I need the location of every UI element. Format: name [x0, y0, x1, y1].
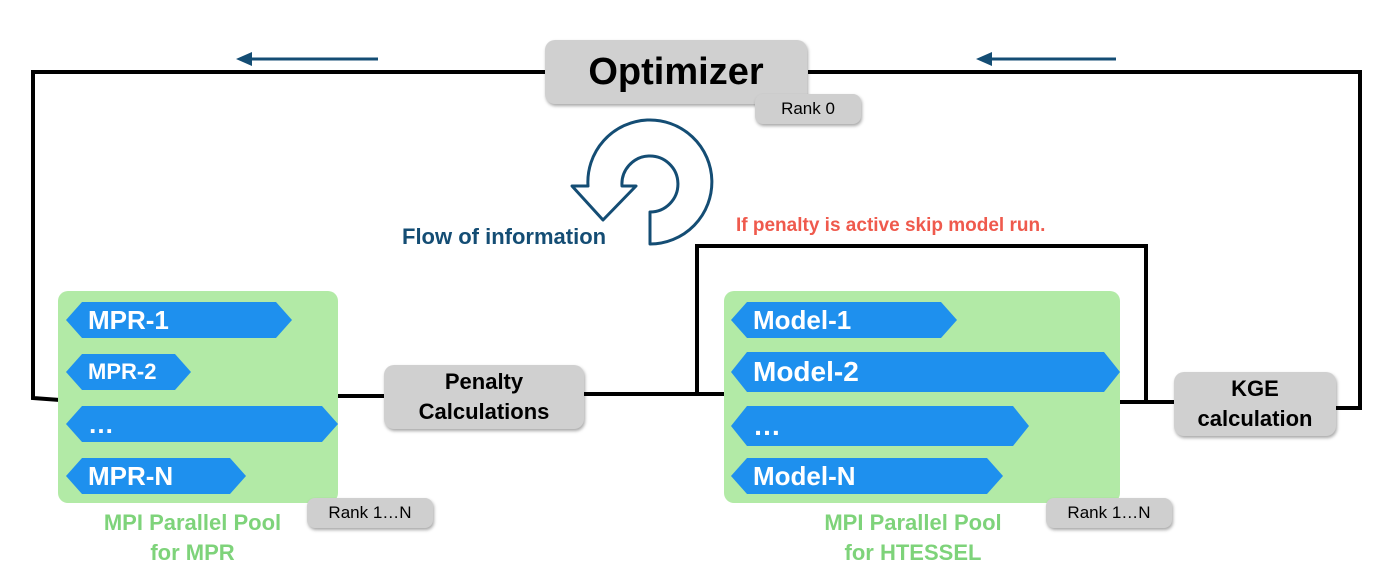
- model-item: Model-1: [731, 302, 957, 338]
- kge-line2: calculation: [1197, 406, 1313, 431]
- model-item-label: Model-1: [753, 304, 852, 335]
- penalty-line1: Penalty: [444, 369, 524, 394]
- circular-arrow-icon: [570, 118, 714, 246]
- optimizer-rank-badge: Rank 0: [755, 94, 861, 124]
- penalty-line2: Calculations: [418, 399, 550, 424]
- model-pool-label: MPI Parallel Pool for HTESSEL: [788, 508, 1038, 568]
- model-item: Model-N: [731, 458, 1003, 494]
- mpr-item-label: MPR-N: [88, 460, 174, 491]
- model-rank-label: Rank 1…N: [1067, 503, 1151, 522]
- penalty-box: Penalty Calculations: [384, 365, 584, 429]
- mpr-pool-label: MPI Parallel Pool for MPR: [70, 508, 315, 568]
- model-item-label: …: [753, 410, 781, 441]
- mpr-item: …: [66, 406, 338, 442]
- mpr-item-label: MPR-2: [88, 359, 157, 384]
- mpr-item: MPR-1: [66, 302, 292, 338]
- mpr-item: MPR-N: [66, 458, 246, 494]
- model-item-label: Model-2: [753, 356, 859, 387]
- model-item-label: Model-N: [753, 460, 856, 491]
- arrow-left-icon: [236, 52, 378, 66]
- optimizer-label: Optimizer: [588, 50, 764, 93]
- optimizer-box: Optimizer: [545, 40, 807, 104]
- optimizer-rank-label: Rank 0: [781, 99, 835, 118]
- mpr-rank-label: Rank 1…N: [328, 503, 412, 522]
- arrow-left-icon: [976, 52, 1116, 66]
- mpr-item-label: …: [88, 408, 114, 439]
- flow-label: Flow of information: [402, 224, 607, 249]
- mpr-rank-badge: Rank 1…N: [307, 498, 433, 528]
- model-pool-label-line2: for HTESSEL: [844, 540, 982, 565]
- mpr-pool-label-line1: MPI Parallel Pool: [103, 510, 282, 535]
- mpr-pool-label-line2: for MPR: [150, 540, 235, 565]
- mpr-item: MPR-2: [66, 354, 191, 390]
- model-item: Model-2: [731, 352, 1120, 392]
- penalty-note: If penalty is active skip model run.: [736, 215, 1046, 236]
- model-rank-badge: Rank 1…N: [1046, 498, 1172, 528]
- kge-line1: KGE: [1231, 376, 1279, 401]
- mpr-item-label: MPR-1: [88, 304, 169, 335]
- model-pool-label-line1: MPI Parallel Pool: [824, 510, 1002, 535]
- model-item: …: [731, 406, 1029, 446]
- kge-box: KGE calculation: [1174, 372, 1336, 436]
